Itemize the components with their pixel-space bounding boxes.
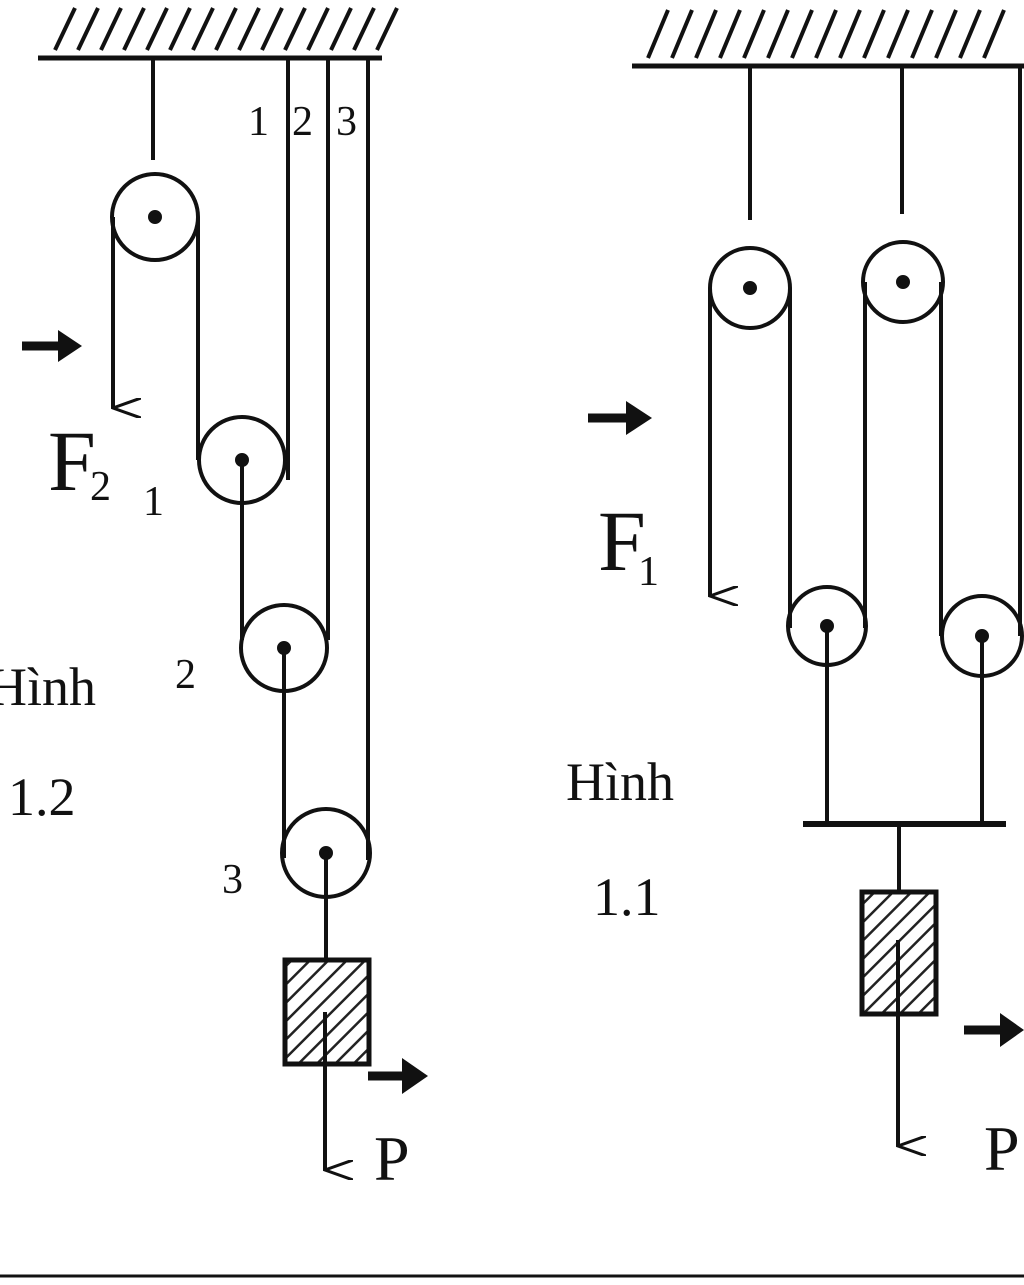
right-weight-label: P (984, 1113, 1020, 1184)
right-figure (588, 9, 1024, 1146)
left-pulley-label-3: 3 (222, 857, 243, 903)
right-force-subscript: 1 (638, 549, 659, 595)
left-weight-label: P (374, 1123, 410, 1194)
left-rope-label-1: 1 (248, 99, 269, 145)
right-ceiling (632, 9, 1024, 69)
right-force-vector-icon (588, 401, 652, 435)
left-force-label: F (48, 413, 96, 509)
left-figure (22, 7, 428, 1170)
right-force-label: F (598, 493, 646, 589)
left-weight-vector-icon (368, 1058, 428, 1094)
left-rope-label-3: 3 (336, 99, 357, 145)
right-caption-number: 1.1 (593, 867, 661, 927)
left-caption-number: 1.2 (8, 767, 76, 827)
left-rope-label-2: 2 (292, 99, 313, 145)
right-weight-vector-icon (964, 1013, 1024, 1047)
left-force-subscript: 2 (90, 464, 111, 510)
left-pulley-label-2: 2 (175, 652, 196, 698)
left-caption-word: Hình (0, 657, 96, 717)
left-pulley-label-1: 1 (143, 479, 164, 525)
right-caption-word: Hình (566, 752, 674, 812)
left-force-vector-icon (22, 330, 82, 362)
left-ceiling (38, 7, 399, 61)
